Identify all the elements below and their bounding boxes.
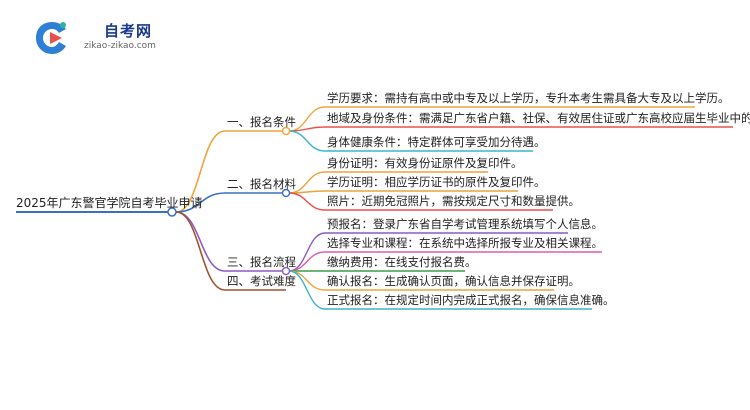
child-label-2-3: 照片：近期免冠照片，需按规定尺寸和数量提供。 — [327, 194, 580, 208]
branch-node-dot-3 — [281, 266, 291, 276]
mind-map-nodes: 2025年广东警官学院自考毕业申请 一、报名条件 学历要求：需持有高中或中专及以上学… — [16, 91, 750, 307]
logo-subtitle: zikao-zikao.com — [84, 41, 156, 51]
edge-branch-3-to-child-5 — [288, 270, 326, 310]
mind-map-edges — [16, 106, 733, 310]
child-label-3-1: 预报名：登录广东省自学考试管理系统填写个人信息。 — [327, 217, 603, 231]
branch-label-4: 四、考试难度 — [227, 274, 296, 288]
edge-root-to-branch-2 — [175, 192, 226, 213]
edge-branch-2-to-child-3 — [288, 192, 326, 211]
child-label-1-3: 身体健康条件：特定群体可享受加分待遇。 — [327, 135, 546, 149]
child-label-3-3: 缴纳费用：在线支付报名费。 — [327, 255, 477, 269]
branch-label-1: 一、报名条件 — [227, 115, 296, 129]
branch-node-dot-2 — [281, 188, 291, 198]
root-node-label: 2025年广东警官学院自考毕业申请 — [16, 195, 203, 210]
child-label-3-4: 确认报名：生成确认页面，确认信息并保存证明。 — [327, 274, 580, 288]
edge-branch-1-to-child-3 — [288, 130, 326, 152]
logo-title: 自考网 — [104, 22, 153, 40]
edge-root-to-branch-3 — [175, 211, 226, 272]
edge-root-to-branch-4 — [175, 211, 226, 291]
branch-node-dot-1 — [281, 126, 291, 136]
root-node-dot — [167, 207, 177, 217]
logo-mark-icon — [36, 22, 66, 54]
edge-root-to-branch-1 — [175, 130, 226, 213]
child-label-2-1: 身份证明：有效身份证原件及复印件。 — [327, 156, 523, 170]
branch-label-2: 二、报名材料 — [227, 177, 296, 191]
child-label-1-2: 地域及身份条件：需满足广东省户籍、社保、有效居住证或广东高校应届生毕业中的一个。 — [327, 111, 750, 125]
child-label-3-5: 正式报名：在规定时间内完成正式报名，确保信息准确。 — [327, 293, 615, 307]
site-logo[interactable]: 自考网 zikao-zikao.com — [22, 14, 222, 60]
branch-label-3: 三、报名流程 — [227, 255, 296, 269]
child-label-2-2: 学历证明：相应学历证书的原件及复印件。 — [327, 175, 546, 189]
child-label-1-1: 学历要求：需持有高中或中专及以上学历，专升本考生需具备大专及以上学历。 — [327, 91, 730, 105]
child-label-3-2: 选择专业和课程：在系统中选择所报专业及相关课程。 — [327, 236, 603, 250]
